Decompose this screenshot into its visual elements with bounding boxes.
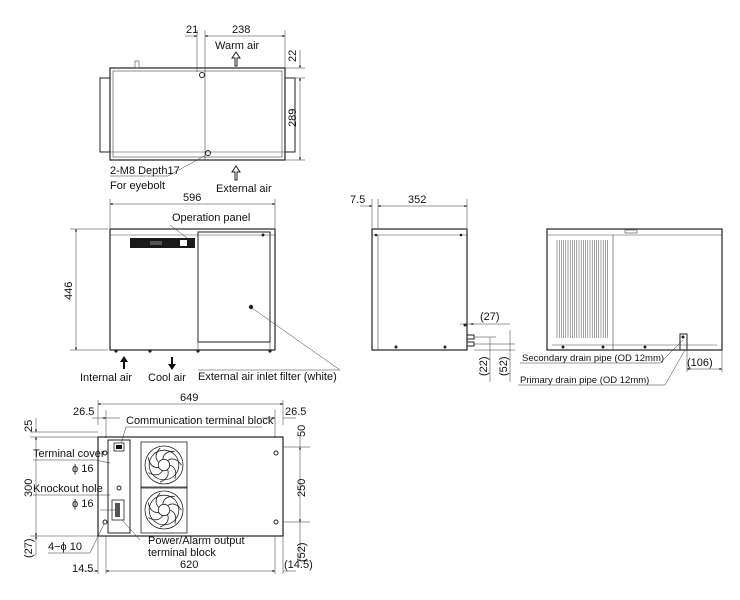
internal-air-arrow-icon xyxy=(120,356,128,369)
external-air-arrow-icon xyxy=(231,165,241,181)
rear-body xyxy=(546,228,723,351)
panel-view: 649 26.5 26.5 Communication terminal blo… xyxy=(23,392,313,575)
cool-air-arrow-icon xyxy=(168,357,176,370)
internal-air-label: Internal air xyxy=(80,372,132,384)
rear-view: Secondary drain pipe (OD 12mm) Primary d… xyxy=(518,228,723,386)
dim-649: 649 xyxy=(180,392,198,404)
fan-top-icon xyxy=(140,441,188,489)
side-body xyxy=(371,228,468,351)
dim-352: 352 xyxy=(408,194,426,206)
dim-26-5-right: 26.5 xyxy=(285,406,306,418)
top-body xyxy=(109,67,286,161)
front-view: 596 Operation panel 446 Internal air Coo… xyxy=(63,192,341,384)
eyebolt-hole-bottom xyxy=(205,150,211,156)
side-dim-27: (27) xyxy=(480,311,500,323)
dim-52-panel: (52) xyxy=(296,542,308,562)
front-body xyxy=(109,228,276,351)
secondary-drain-label: Secondary drain pipe (OD 12mm) xyxy=(522,353,664,364)
dim-25: 25 xyxy=(23,420,35,432)
dim-446: 446 xyxy=(63,282,75,300)
comm-block-label: Communication terminal block xyxy=(126,415,274,427)
dim-14-5: 14.5 xyxy=(72,563,93,575)
dim-27-panel: (27) xyxy=(23,538,35,558)
dim-7-5: 7.5 xyxy=(350,194,365,206)
dim-250: 250 xyxy=(296,479,308,497)
holes-label: 4−ϕ 10 xyxy=(48,541,82,553)
power-block-label-1: Power/Alarm output xyxy=(148,535,245,547)
fan-bottom-icon xyxy=(140,486,188,534)
top-view: Warm air External air 21 238 22 289 2-M8… xyxy=(99,24,305,195)
panel-body xyxy=(97,436,284,537)
side-view: 352 7.5 (27) (22) (52) xyxy=(350,194,515,382)
dim-50: 50 xyxy=(296,425,308,437)
power-block-label-2: terminal block xyxy=(148,547,216,559)
eyebolt-hole-top xyxy=(199,72,205,78)
dim-289: 289 xyxy=(287,109,299,127)
dim-238: 238 xyxy=(232,24,250,36)
dim-26-5-left: 26.5 xyxy=(73,406,94,418)
primary-drain-label: Primary drain pipe (OD 12mm) xyxy=(520,375,649,386)
terminal-cover-label: Terminal cover xyxy=(33,448,105,460)
dim-106: (106) xyxy=(687,357,713,369)
warm-air-label: Warm air xyxy=(215,40,260,52)
eyebolt-label: For eyebolt xyxy=(110,180,165,192)
external-air-label: External air xyxy=(216,183,272,195)
dim-620: 620 xyxy=(180,559,198,571)
rear-grille xyxy=(556,240,608,338)
inlet-filter-label: External air inlet filter (white) xyxy=(198,371,337,383)
m8-hole-label: 2-M8 Depth17 xyxy=(110,165,180,177)
dim-300: 300 xyxy=(23,479,35,497)
dim-14-5-paren: (14.5) xyxy=(284,559,313,571)
dim-22-top: 22 xyxy=(287,50,299,62)
rear-drain-pipe xyxy=(679,333,688,351)
terminal-cover xyxy=(107,439,131,534)
warm-air-arrow-icon xyxy=(231,51,241,67)
top-left-flange xyxy=(99,77,111,153)
filter-panel xyxy=(197,231,271,343)
dim-596: 596 xyxy=(183,192,201,204)
side-dim-22: (22) xyxy=(478,356,490,376)
operation-panel-label: Operation panel xyxy=(172,212,250,224)
phi16-a-label: ϕ 16 xyxy=(72,463,93,475)
dim-21: 21 xyxy=(186,24,198,36)
side-dim-52: (52) xyxy=(498,356,510,376)
cool-air-label: Cool air xyxy=(148,372,186,384)
knockout-label: Knockout hole xyxy=(33,483,103,495)
phi16-b-label: ϕ 16 xyxy=(72,498,93,510)
side-drain-pipe xyxy=(466,334,475,340)
operation-panel-display xyxy=(130,238,195,248)
